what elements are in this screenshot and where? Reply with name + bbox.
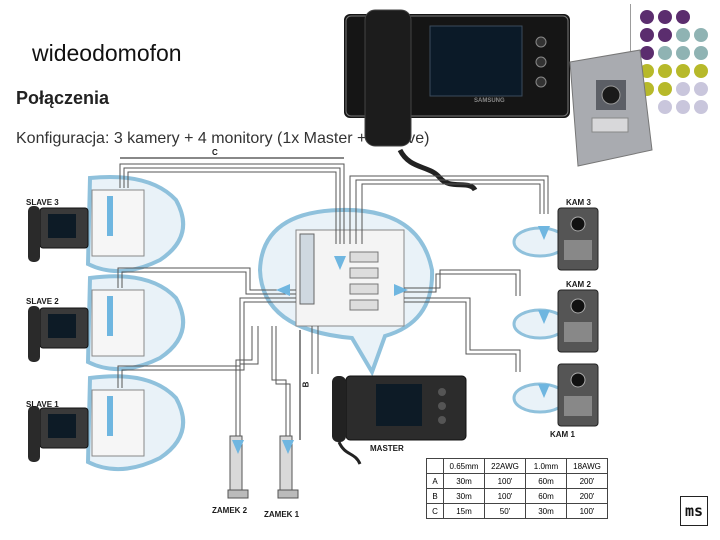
dot (694, 28, 708, 42)
connection-arrows (232, 226, 550, 454)
kam2-camera (557, 289, 599, 353)
dot (676, 100, 690, 114)
dot (676, 82, 690, 96)
label-kam2: KAM 2 (566, 280, 591, 289)
table-cell: 18AWG (566, 458, 608, 474)
dot (640, 64, 654, 78)
dot (676, 28, 690, 42)
dot (658, 82, 672, 96)
table-cell: 30m (443, 473, 485, 489)
dot (676, 64, 690, 78)
brand-label: SAMSUNG (474, 98, 505, 104)
dot (640, 46, 654, 60)
decorative-dot-grid (638, 8, 718, 124)
table-cell: 200' (566, 488, 608, 504)
dot (694, 82, 708, 96)
label-kam3: KAM 3 (566, 198, 591, 207)
dot (676, 10, 690, 24)
cable-spec-table: 0.65mm 22AWG 1.0mm 18AWG A 30m 100' 60m … (426, 458, 608, 519)
label-slave3: SLAVE 3 (26, 198, 59, 207)
table-row: A 30m 100' 60m 200' (426, 473, 608, 489)
dot (694, 100, 708, 114)
table-cell: 0.65mm (443, 458, 485, 474)
table-cell: 60m (525, 488, 567, 504)
table-cell: 30m (443, 488, 485, 504)
table-cell: C (426, 503, 444, 519)
table-cell: 22AWG (484, 458, 526, 474)
table-header-row: 0.65mm 22AWG 1.0mm 18AWG (426, 458, 608, 474)
dot (658, 64, 672, 78)
table-cell: 100' (484, 473, 526, 489)
master-terminal-strip (299, 233, 315, 305)
section-heading: Połączenia (16, 88, 110, 108)
table-cell: 100' (484, 488, 526, 504)
dot (658, 100, 672, 114)
dot (640, 28, 654, 42)
table-cell: 100' (566, 503, 608, 519)
label-slave2: SLAVE 2 (26, 297, 59, 306)
table-cell: 30m (525, 503, 567, 519)
dot (640, 10, 654, 24)
slave1-monitor (28, 406, 89, 462)
table-cell: 200' (566, 473, 608, 489)
dot (658, 28, 672, 42)
master-monitor-photo (344, 9, 570, 192)
table-cell: 60m (525, 473, 567, 489)
table-cell: A (426, 473, 444, 489)
dot (658, 46, 672, 60)
dot (694, 46, 708, 60)
table-cell: 50' (484, 503, 526, 519)
cable-bundle (117, 163, 549, 436)
slave2-monitor (28, 306, 89, 362)
label-slave1: SLAVE 1 (26, 400, 59, 409)
label-cable-c: C (212, 148, 218, 157)
label-zamek2: ZAMEK 2 (212, 506, 248, 515)
kam1-camera (557, 363, 599, 427)
configuration-subtitle: Konfiguracja: 3 kamery + 4 monitory (1x … (16, 130, 430, 147)
door-station-photo (569, 49, 653, 167)
ms-logo: ms (680, 496, 708, 526)
slave3-monitor (28, 206, 89, 262)
table-row: C 15m 50' 30m 100' (426, 503, 608, 519)
table-cell: B (426, 488, 444, 504)
label-kam1: KAM 1 (550, 430, 575, 439)
slide-title: wideodomofon (32, 40, 182, 66)
table-cell: 1.0mm (525, 458, 567, 474)
kam3-camera (557, 207, 599, 271)
label-zamek1: ZAMEK 1 (264, 510, 300, 519)
table-cell (426, 458, 444, 474)
table-row: B 30m 100' 60m 200' (426, 488, 608, 504)
dot (676, 46, 690, 60)
label-master: MASTER (370, 444, 404, 453)
dot (658, 10, 672, 24)
dot (694, 64, 708, 78)
label-cable-b: B (301, 381, 311, 388)
table-cell: 15m (443, 503, 485, 519)
master-monitor (332, 375, 467, 465)
